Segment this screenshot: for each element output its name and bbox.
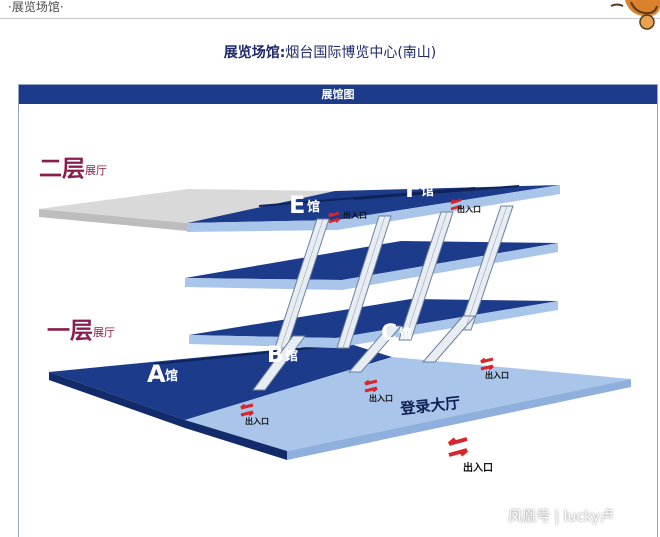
mezzanine-mid-face — [185, 243, 558, 290]
floor2-front-face — [187, 185, 560, 232]
floor1-dark-hall-a — [49, 343, 392, 420]
hall-b-suffix: 馆 — [285, 348, 298, 364]
floor1-label-small: 展厅 — [93, 326, 115, 339]
exit-label: 出入口 — [485, 370, 509, 380]
venue-title-label: 展览场馆: — [223, 45, 286, 61]
exit-label: 出入口 — [457, 204, 481, 214]
top-bar: ·展览场馆· — [0, 0, 660, 19]
floor1-light-lobby — [185, 357, 631, 451]
exit-label: 出入口 — [245, 416, 269, 426]
exit-label: 出入口 — [369, 393, 393, 403]
floor1-front-edge-light — [287, 379, 631, 460]
venue-title: 展览场馆:烟台国际博览中心(南山) — [0, 44, 660, 62]
hall-c-suffix: 馆 — [399, 326, 412, 342]
hall-b-letter: B — [267, 343, 284, 368]
hall-map-header: 展馆图 — [19, 85, 657, 104]
hall-e-suffix: 馆 — [307, 199, 320, 215]
hall-f-letter: F — [405, 175, 421, 203]
hall-map-diagram: 二层 展厅 一层 展厅 E 馆 F 馆 B 馆 C 馆 A 馆 登录大厅 出入口… — [39, 156, 631, 474]
hall-a-suffix: 馆 — [165, 368, 178, 384]
floor2-gray-face — [39, 209, 187, 231]
watermark: 凤凰号 | lucky卢 — [508, 509, 614, 525]
exit-marker-lobby-mid: 出入口 — [364, 379, 393, 403]
exit-label: 出入口 — [343, 210, 367, 220]
floor1-front-edge — [49, 372, 287, 460]
exit-marker-main: 出入口 — [447, 437, 493, 474]
exit-marker-lobby-right: 出入口 — [480, 357, 509, 380]
exit-marker-lobby-left: 出入口 — [240, 403, 269, 426]
mascot-illustration — [610, 0, 660, 30]
floor2-gray-zone — [39, 189, 335, 223]
venue-name: 烟台国际博览中心(南山) — [285, 45, 437, 61]
floor2-label-small: 展厅 — [85, 164, 107, 177]
exit-marker-upper-e: 出入口 — [328, 210, 367, 224]
hall-e-letter: E — [289, 191, 305, 219]
floor1-label: 一层 — [47, 318, 93, 344]
floor2-dark-halls — [187, 185, 560, 223]
exit-marker-upper-f: 出入口 — [450, 198, 481, 214]
mezzanine-lower-face — [189, 301, 558, 348]
hall-f-suffix: 馆 — [421, 183, 434, 199]
hall-map-panel: 展馆图 — [18, 84, 658, 537]
floor2-label: 二层 — [39, 156, 85, 182]
hall-a-letter: A — [147, 360, 166, 388]
section-label: ·展览场馆· — [8, 0, 64, 14]
hall-c-letter: C — [381, 321, 397, 346]
exit-label: 出入口 — [463, 461, 493, 474]
